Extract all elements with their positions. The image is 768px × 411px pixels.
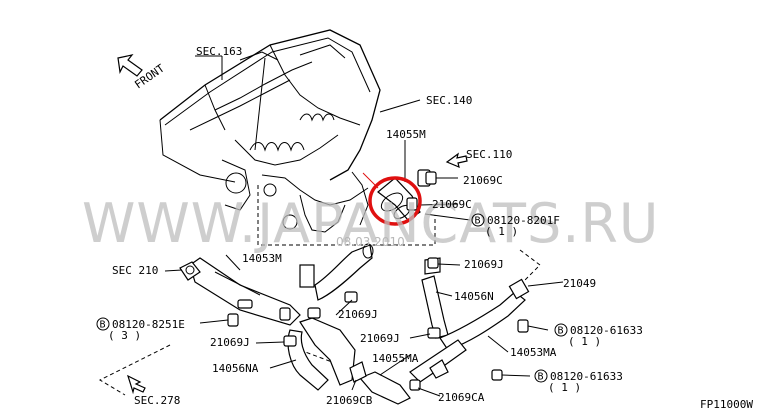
hose-14056na (287, 317, 356, 391)
label-14055m: 14055M (386, 128, 426, 141)
watermark-text: WWW.JAPANCATS.RU (82, 192, 659, 255)
hose-upper-bend (314, 243, 374, 301)
bolt-symbol: B (558, 326, 564, 337)
highlight-circle (368, 176, 422, 226)
label-bolt-8251e: 08120-8251E (112, 318, 185, 331)
bolt-marker-1: B (471, 213, 485, 227)
sec278-boundary (98, 344, 171, 396)
bolt-marker-4: B (534, 369, 548, 383)
bolt-marker-3: B (554, 323, 568, 337)
bolt-symbol: B (538, 372, 544, 383)
bolt-marker-2: B (96, 317, 110, 331)
label-21069c-1: 21069C (463, 174, 503, 187)
pipe-14053m (179, 257, 315, 326)
assembly-boundary (257, 185, 436, 246)
label-sec210: SEC 210 (112, 264, 158, 277)
label-21069j-4: 21069J (360, 332, 400, 345)
label-bolt-61633-2: 08120-61633 (550, 370, 623, 383)
label-sec163: SEC.163 (196, 45, 242, 58)
bolt-symbol: B (100, 320, 106, 331)
hose-lower-right (349, 339, 467, 383)
label-14053ma: 14053MA (510, 346, 557, 359)
label-14053m: 14053M (242, 252, 282, 265)
label-21069ca: 21069CA (438, 391, 485, 404)
watermark-date: 08.03.2010 (336, 235, 405, 249)
label-bolt-61633-1-qty: ( 1 ) (568, 335, 601, 348)
drawing-code: FP11000W (700, 398, 753, 411)
label-bolt-8201f-qty: ( 1 ) (485, 225, 518, 238)
label-21069j-3: 21069J (210, 336, 250, 349)
label-21069j-1: 21069J (464, 258, 504, 271)
label-14055ma: 14055MA (372, 352, 419, 365)
highlight-tick (362, 172, 379, 189)
label-sec278: SEC.278 (134, 394, 180, 407)
engine-outline (159, 29, 381, 233)
bolt-symbol: B (475, 216, 481, 227)
hose-14055ma (358, 371, 411, 405)
label-bolt-8201f: 08120-8201F (487, 214, 560, 227)
label-bolt-61633-1: 08120-61633 (570, 324, 643, 337)
label-14056n: 14056N (454, 290, 494, 303)
label-21069c-2: 21069C (432, 198, 472, 211)
label-21069cb: 21069CB (326, 394, 373, 407)
label-bolt-61633-2-qty: ( 1 ) (548, 381, 581, 394)
label-21069j-2: 21069J (338, 308, 378, 321)
pipe-14053ma (439, 278, 530, 351)
label-21049: 21049 (563, 277, 596, 290)
label-14056na: 14056NA (212, 362, 259, 375)
sec110-arrow-icon (445, 152, 468, 169)
label-sec110: SEC.110 (466, 148, 512, 161)
hose-boundary-right (519, 249, 541, 286)
leader-lines (164, 55, 564, 397)
hose-14056n (421, 257, 449, 339)
sec278-arrow-icon (127, 374, 146, 395)
front-arrow-icon (117, 54, 143, 77)
label-bolt-8251e-qty: ( 3 ) (108, 329, 141, 342)
label-sec140: SEC.140 (426, 94, 472, 107)
